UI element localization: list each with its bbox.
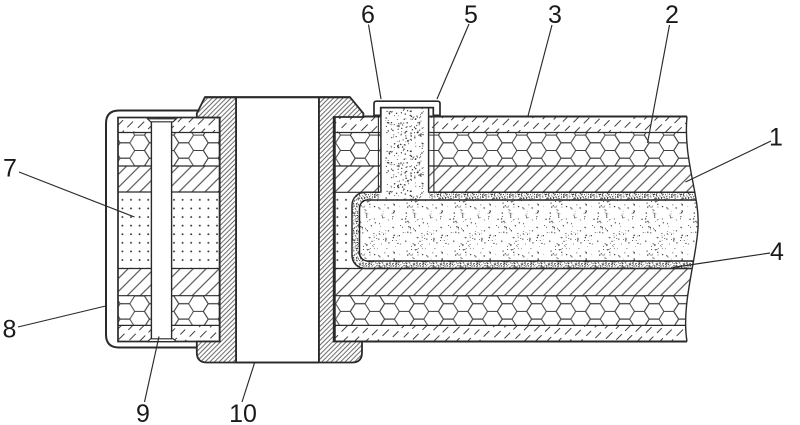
svg-text:4: 4 (770, 238, 784, 266)
svg-text:8: 8 (3, 316, 17, 344)
svg-text:9: 9 (136, 400, 150, 425)
svg-text:5: 5 (464, 1, 478, 29)
svg-text:3: 3 (548, 1, 562, 29)
svg-text:6: 6 (361, 1, 375, 29)
svg-text:10: 10 (229, 400, 257, 425)
svg-text:2: 2 (665, 1, 679, 29)
svg-text:7: 7 (3, 155, 17, 183)
svg-text:1: 1 (769, 124, 783, 152)
